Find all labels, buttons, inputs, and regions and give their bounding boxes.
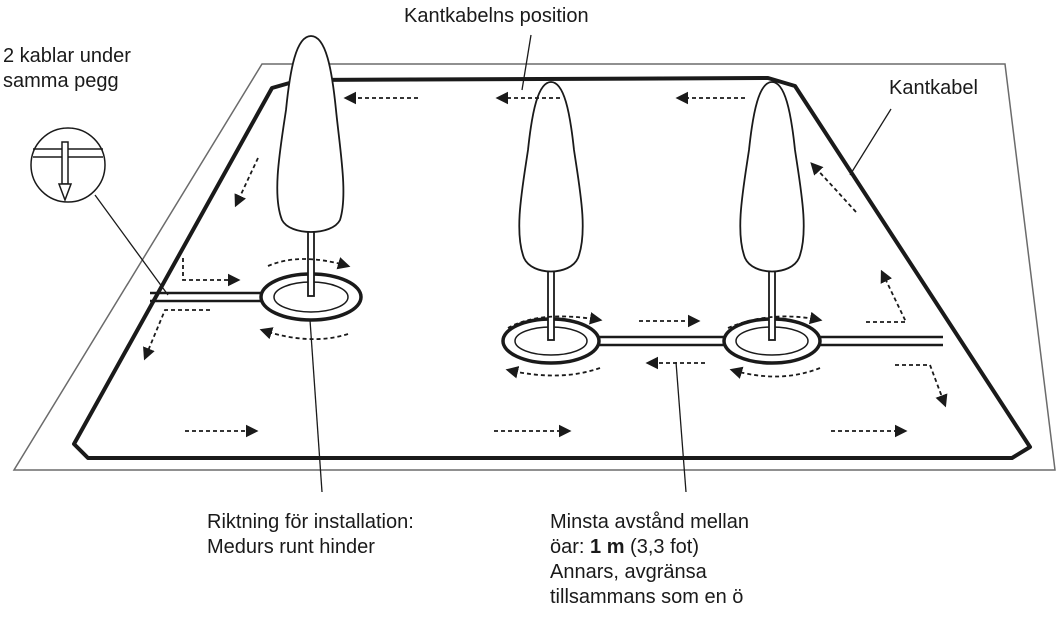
tree-left [276,35,345,297]
two-cables-line-2: samma pegg [3,70,119,92]
island-left [259,272,363,322]
minimum-distance-label: Minsta avstånd mellan öar: 1 m (3,3 fot)… [550,510,749,610]
two-cables-label: 2 kablar under samma pegg [3,44,131,94]
distance-value: 1 m [590,536,625,558]
distance-line-4: tillsammans som en ö [550,586,744,608]
distance-line-2: öar: 1 m (3,3 fot) [550,535,749,560]
tree-right [739,81,805,341]
leader-lines [309,34,892,493]
direction-line-2: Medurs runt hinder [207,536,375,558]
direction-arrows [143,91,948,438]
distance-line-3: Annars, avgränsa [550,561,707,583]
boundary-wire [72,76,1032,460]
boundary-wire-label: Kantkabel [889,77,978,99]
tree-middle [518,81,584,341]
distance-prefix: öar: [550,536,591,558]
peg-callout [30,127,169,296]
right-island-connection [597,335,943,347]
distance-suffix: (3,3 fot) [624,536,699,558]
direction-line-1: Riktning för installation: [207,511,414,533]
distance-line-1: Minsta avstånd mellan [550,511,749,533]
two-cables-line-1: 2 kablar under [3,45,131,67]
left-island-connection [150,291,263,303]
installation-direction-label: Riktning för installation: Medurs runt h… [207,510,414,560]
wire-position-label: Kantkabelns position [404,5,589,27]
